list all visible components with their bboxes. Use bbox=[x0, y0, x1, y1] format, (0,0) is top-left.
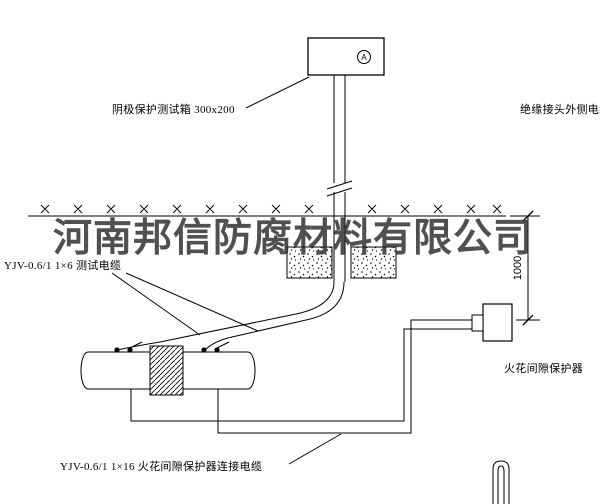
leader-test-cables bbox=[111, 272, 259, 336]
dimension-text: 1000 bbox=[512, 256, 524, 280]
concrete-blocks bbox=[286, 246, 397, 279]
test-post bbox=[326, 75, 353, 282]
ammeter-symbol bbox=[357, 50, 371, 64]
label-test-box: 阴极保护测试箱 300x200 bbox=[112, 104, 235, 116]
label-spark-gap-cable: YJV-0.6/1 1×16 火花间隙保护器连接电缆 bbox=[60, 461, 263, 473]
cable-weld-points bbox=[114, 341, 230, 353]
dimension-1000 bbox=[510, 210, 540, 326]
spark-gap-device bbox=[471, 303, 513, 342]
leader-test-box bbox=[245, 76, 310, 109]
ammeter-letter: A bbox=[361, 53, 367, 62]
insulating-joint bbox=[149, 345, 184, 396]
leader-spark-cable bbox=[288, 433, 342, 465]
spark-gap-cables bbox=[130, 319, 472, 434]
test-cables bbox=[117, 281, 345, 351]
label-spark-gap: 火花间隙保护器 bbox=[504, 363, 584, 375]
test-box bbox=[307, 37, 385, 76]
watermark: 河南邦信防腐材料有限公司 bbox=[53, 217, 534, 260]
label-insulation-joint-cable: 绝缘接头外侧电缆 bbox=[520, 104, 600, 116]
label-test-cable: YJV-0.6/1 1×6 测试电缆 bbox=[4, 260, 122, 272]
cable-riser-symbol bbox=[492, 460, 510, 504]
ground-marks bbox=[40, 204, 502, 214]
